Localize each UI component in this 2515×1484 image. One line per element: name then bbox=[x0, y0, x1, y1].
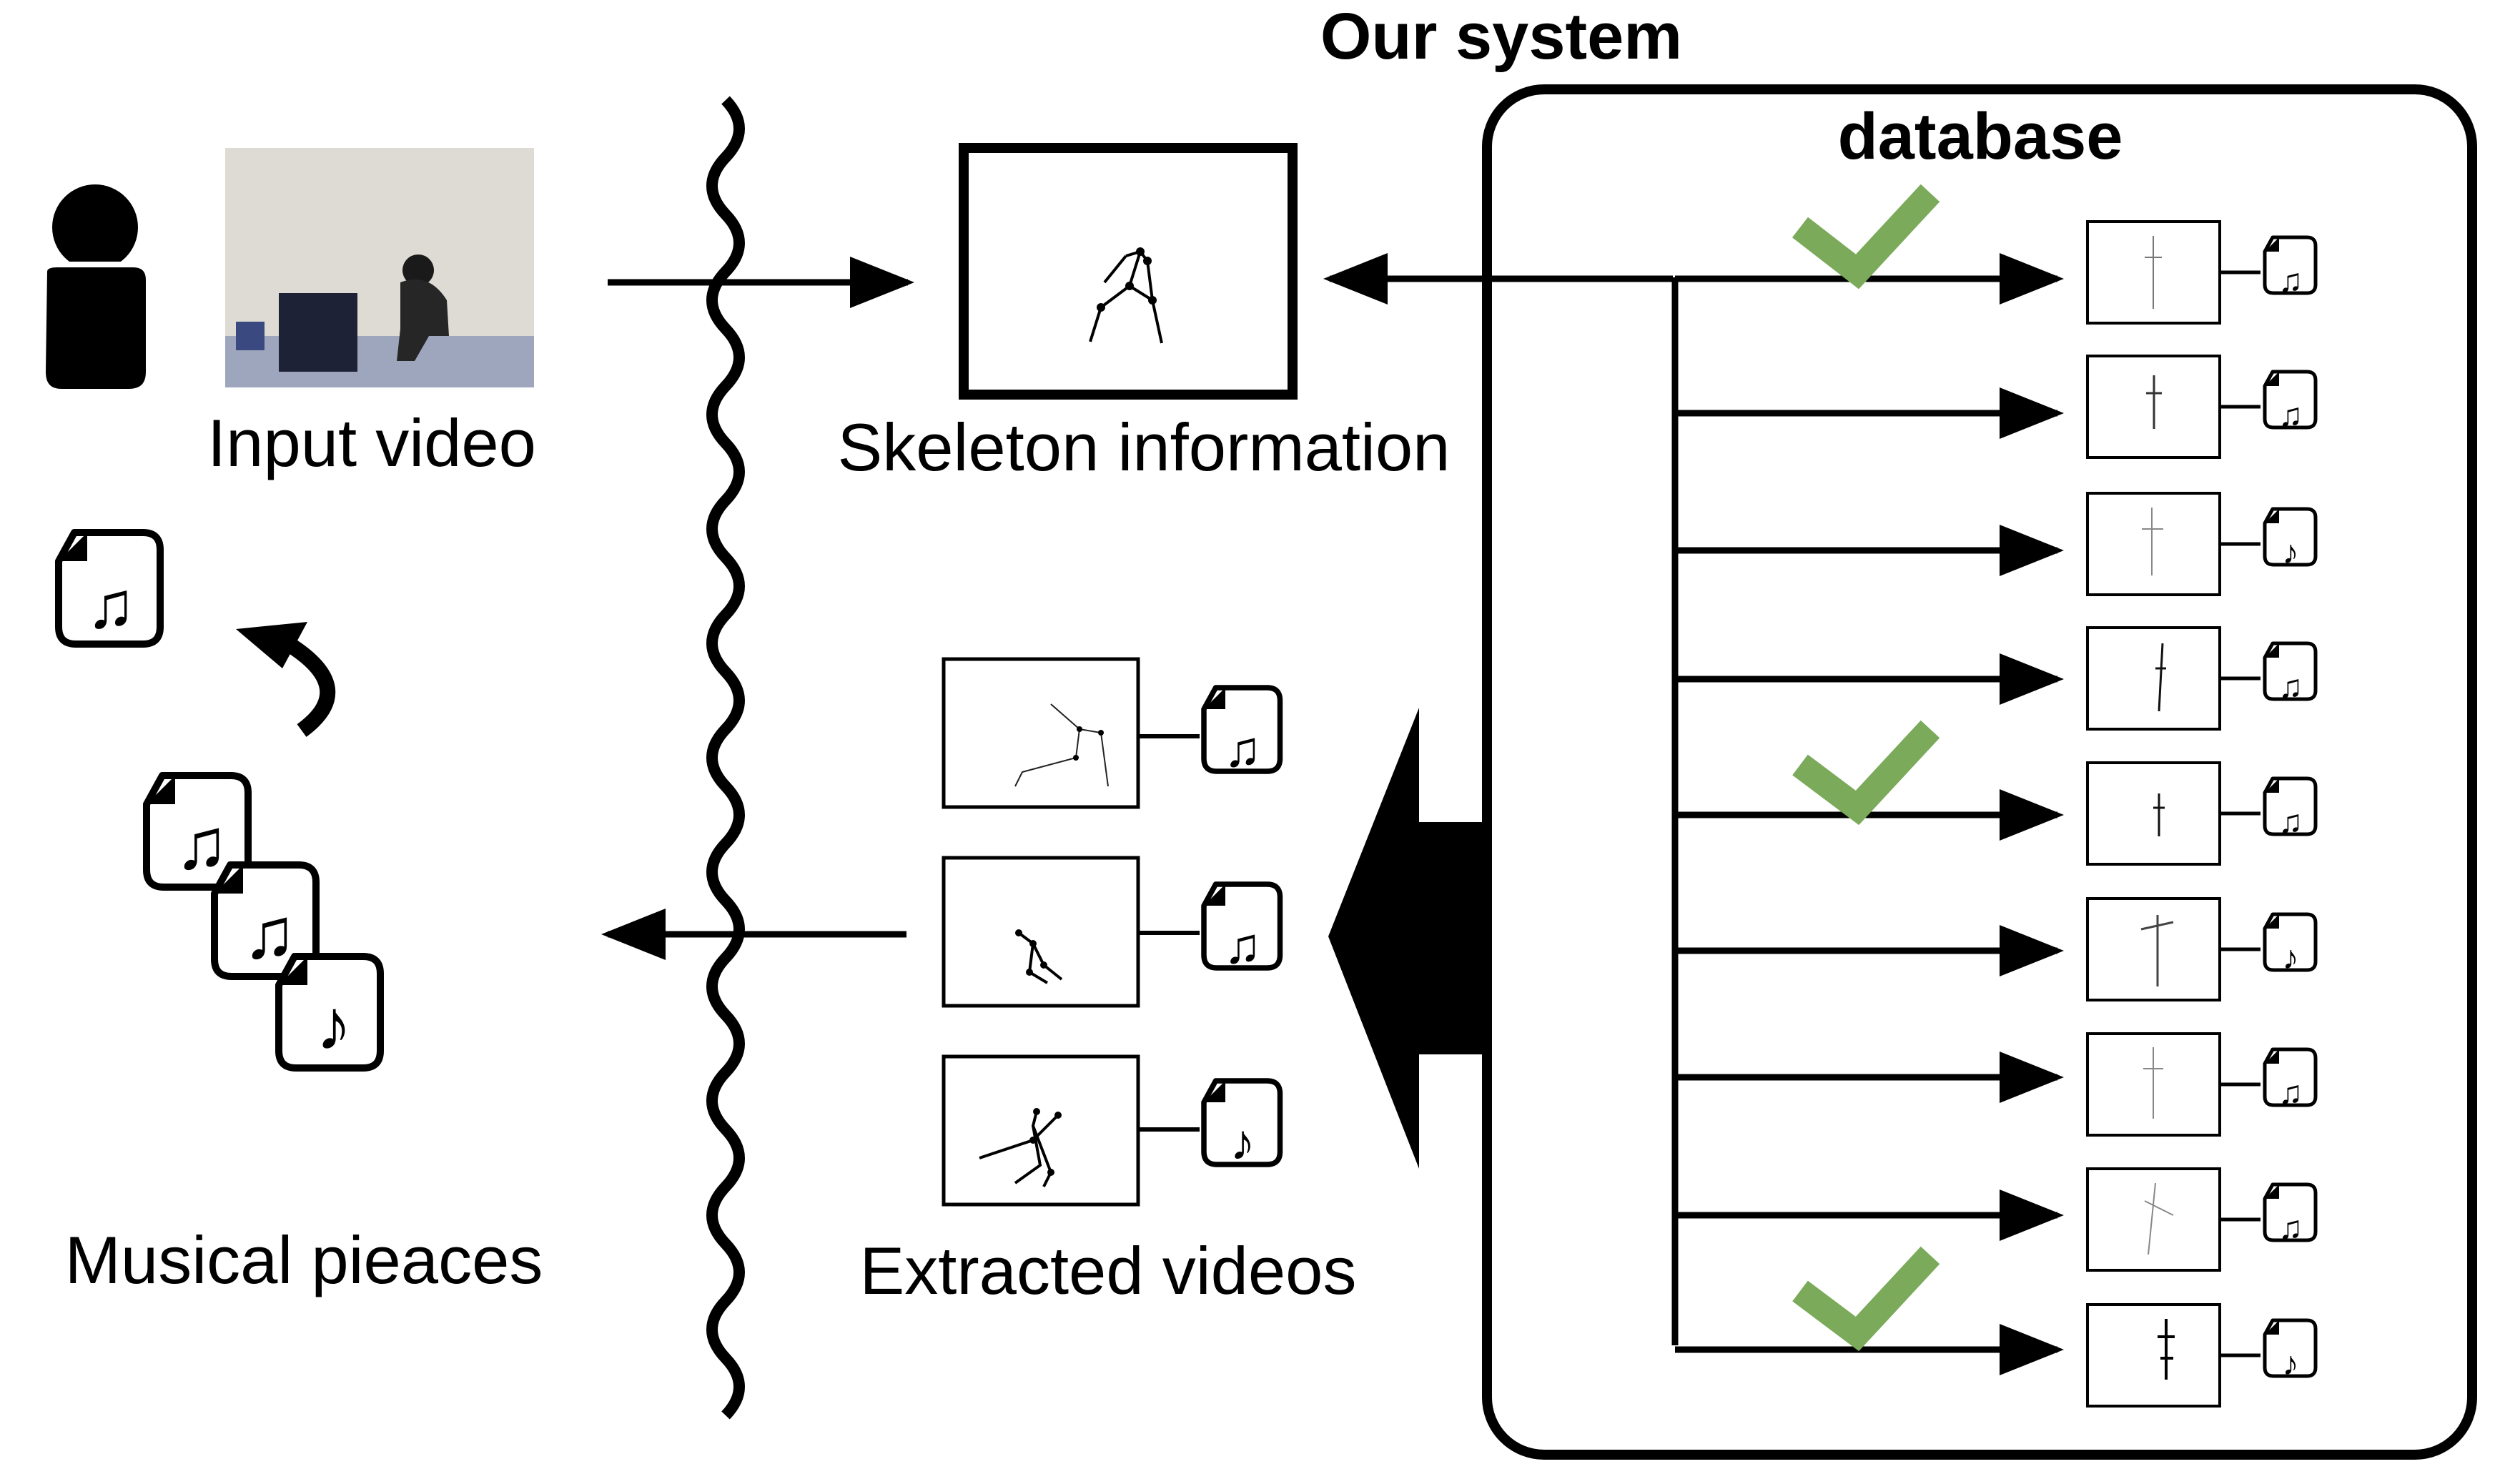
database-entry: ♫ bbox=[1675, 1032, 2316, 1137]
entry-note-glyph: ♫ bbox=[2278, 1209, 2303, 1246]
entry-note-glyph: ♫ bbox=[2278, 396, 2303, 433]
extracted-video: ♫ bbox=[942, 657, 1280, 809]
entry-video-thumbnail bbox=[2086, 761, 2221, 866]
extracted-note-glyph: ♪ bbox=[1230, 1114, 1255, 1170]
curved-arrow-icon bbox=[236, 622, 335, 737]
extracted-video-thumbnail bbox=[942, 856, 1140, 1008]
entry-note-glyph: ♪ bbox=[2283, 939, 2299, 976]
stack-note-glyph: ♫ bbox=[175, 804, 229, 884]
database-label: database bbox=[1838, 100, 2123, 173]
database-entry: ♫ bbox=[1675, 220, 2316, 325]
input-video-label: Input video bbox=[207, 405, 536, 480]
entry-note-glyph: ♪ bbox=[2283, 533, 2299, 570]
database-entry: ♪ bbox=[1675, 897, 2316, 1001]
database-entry: ♪ bbox=[1675, 1303, 2316, 1408]
entry-note-glyph: ♫ bbox=[2278, 803, 2303, 840]
music-file-stack: ♫ ♫ ♪ bbox=[147, 776, 380, 1068]
musical-pieces-label: Musical pieaces bbox=[65, 1222, 543, 1297]
extracted-video-thumbnail bbox=[942, 657, 1140, 809]
extracted-video: ♪ bbox=[942, 1054, 1280, 1207]
input-video-thumbnail bbox=[225, 148, 534, 387]
skeleton-information-box bbox=[959, 143, 1298, 400]
database-entry: ♫ bbox=[1675, 355, 2316, 459]
check-icon bbox=[1792, 1246, 1940, 1352]
stack-note-glyph: ♫ bbox=[243, 894, 297, 974]
entry-video-thumbnail bbox=[2086, 626, 2221, 731]
database-entry: ♪ bbox=[1675, 492, 2316, 596]
check-icon bbox=[1792, 720, 1940, 826]
entry-note-glyph: ♫ bbox=[2278, 668, 2303, 705]
stack-note-glyph: ♪ bbox=[316, 985, 352, 1065]
entry-video-thumbnail bbox=[2086, 492, 2221, 596]
extracted-videos-label: Extracted videos bbox=[860, 1233, 1357, 1308]
database-entry: ♫ bbox=[1675, 1167, 2316, 1272]
extraction-arrow bbox=[1328, 708, 1487, 1169]
entry-video-thumbnail bbox=[2086, 897, 2221, 1001]
entry-note-glyph: ♪ bbox=[2283, 1345, 2299, 1382]
entry-note-glyph: ♫ bbox=[2278, 1074, 2303, 1111]
entry-video-thumbnail bbox=[2086, 1303, 2221, 1408]
extracted-note-glyph: ♫ bbox=[1224, 918, 1262, 974]
extracted-note-glyph: ♫ bbox=[1224, 721, 1262, 777]
check-icon bbox=[1792, 184, 1940, 290]
skeleton-information-label: Skeleton information bbox=[838, 410, 1451, 485]
user-icon bbox=[39, 184, 152, 395]
entry-video-thumbnail bbox=[2086, 1167, 2221, 1272]
database-entry: ♫ bbox=[1675, 761, 2316, 866]
diagram-title: Our system bbox=[1320, 0, 1682, 73]
entry-note-glyph: ♫ bbox=[2278, 262, 2303, 299]
extracted-video: ♫ bbox=[942, 856, 1280, 1008]
wavy-boundary-line bbox=[706, 96, 745, 1420]
single-note-glyph: ♫ bbox=[87, 569, 136, 642]
database-box bbox=[1482, 84, 2477, 1460]
database-entry: ♫ bbox=[1675, 626, 2316, 731]
